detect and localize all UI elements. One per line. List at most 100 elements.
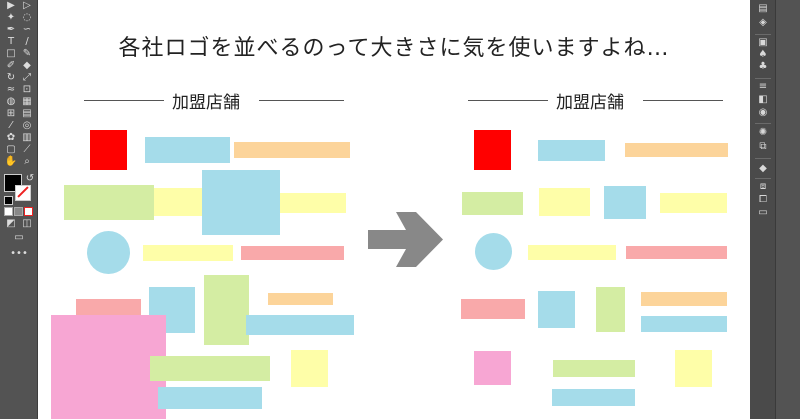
artboard-tool-icon[interactable]: ▢ xyxy=(6,144,16,155)
eraser-icon[interactable]: ◆ xyxy=(23,60,31,71)
gradient-tool-icon[interactable]: ▤ xyxy=(22,108,32,119)
panel-icons-column: ▤ ◈ ▣ ♠ ♣ ≡ ◧ ◉ ✺ ⧉ ◆ ⧈ ⧠ ▭ xyxy=(750,0,776,419)
aligned-logo-blue[interactable] xyxy=(538,140,605,161)
screen-mode-icon[interactable]: ▭ xyxy=(14,232,24,243)
aligned-logo-pink[interactable] xyxy=(474,351,511,385)
color-icon[interactable]: ♠ xyxy=(758,49,768,60)
shape-builder-icon[interactable]: ◍ xyxy=(6,96,16,107)
column-graph-icon[interactable]: ▥ xyxy=(22,132,32,143)
right-section-label: 加盟店舗 xyxy=(556,93,624,113)
aligned-logo-blue-strip[interactable] xyxy=(641,316,727,332)
logo-placeholder-green[interactable] xyxy=(64,185,154,220)
logo-placeholder-yellow[interactable] xyxy=(154,188,206,216)
perspective-grid-icon[interactable]: ▦ xyxy=(22,96,32,107)
brushes-icon[interactable]: ≡ xyxy=(758,81,768,92)
curvature-tool-icon[interactable]: ∽ xyxy=(22,24,32,35)
draw-inside-icon[interactable]: ◫ xyxy=(22,218,32,229)
aligned-logo-yellow-square[interactable] xyxy=(675,350,712,387)
eyedropper-icon[interactable]: ⁄ xyxy=(10,120,12,131)
logo-placeholder-red[interactable] xyxy=(90,130,127,170)
symbols-icon[interactable]: ◧ xyxy=(758,94,768,105)
aligned-logo-orange-strip[interactable] xyxy=(641,292,727,306)
libraries-icon[interactable]: ▣ xyxy=(758,37,768,48)
default-colors-icon[interactable] xyxy=(4,196,13,205)
zoom-tool-icon[interactable]: ⌕ xyxy=(24,156,30,167)
free-transform-icon[interactable]: ⊡ xyxy=(22,84,32,95)
aligned-logo-yellow[interactable] xyxy=(539,188,590,216)
drawing-mode-icon[interactable]: ◩ xyxy=(6,218,16,229)
lasso-icon[interactable]: ◌ xyxy=(22,12,32,23)
aligned-logo-blue-square[interactable] xyxy=(538,291,575,328)
appearance-icon[interactable]: ◆ xyxy=(759,163,767,174)
aligned-logo-red[interactable] xyxy=(474,130,511,170)
magic-wand-icon[interactable]: ✦ xyxy=(6,12,16,23)
right-section-heading: 加盟店舗 xyxy=(468,88,728,113)
align-icon[interactable]: ▭ xyxy=(758,207,768,218)
direct-selection-tool-icon[interactable]: ▷ xyxy=(23,0,31,11)
panel-collapsed-column xyxy=(777,0,800,419)
logo-placeholder-blue-large[interactable] xyxy=(202,170,280,235)
aligned-logo-yellow-wide[interactable] xyxy=(660,193,727,213)
aligned-logo-blue-large[interactable] xyxy=(604,186,646,219)
tools-panel: ▶ ▷ ✦ ◌ ✒ ∽ T / □ ✎ ✐ ◆ ↻ ⤢ ≈ ⊡ ◍ ▦ ⊞ ▤ … xyxy=(0,0,38,419)
logo-placeholder-green-wide[interactable] xyxy=(150,356,270,381)
logo-placeholder-orange-strip[interactable] xyxy=(268,293,333,305)
panel-divider xyxy=(755,34,771,35)
gradient-mode-icon[interactable] xyxy=(14,207,23,216)
rotate-tool-icon[interactable]: ↻ xyxy=(6,72,16,83)
aligned-logo-green-tall[interactable] xyxy=(596,287,625,332)
type-tool-icon[interactable]: T xyxy=(7,36,15,47)
panel-divider xyxy=(755,178,771,179)
color-mode-icon[interactable] xyxy=(4,207,13,216)
stroke-icon[interactable]: ◉ xyxy=(758,107,768,118)
logo-placeholder-blue-strip[interactable] xyxy=(246,315,354,335)
aligned-logo-blue-bottom[interactable] xyxy=(552,389,635,406)
aligned-logo-yellow-strip[interactable] xyxy=(528,245,616,260)
symbol-sprayer-icon[interactable]: ✿ xyxy=(6,132,16,143)
aligned-logo-green-wide[interactable] xyxy=(553,360,635,377)
left-heading-rule-right xyxy=(259,100,344,101)
blend-tool-icon[interactable]: ◎ xyxy=(22,120,32,131)
selection-tool-icon[interactable]: ▶ xyxy=(7,0,15,11)
mesh-tool-icon[interactable]: ⊞ xyxy=(6,108,16,119)
aligned-logo-orange[interactable] xyxy=(625,143,728,157)
logo-placeholder-yellow-wide[interactable] xyxy=(280,193,346,213)
none-mode-icon[interactable] xyxy=(24,207,33,216)
swatches-icon[interactable]: ♣ xyxy=(758,61,768,72)
logo-placeholder-yellow-square[interactable] xyxy=(291,350,328,387)
logo-placeholder-salmon-strip[interactable] xyxy=(241,246,344,260)
transparency-icon[interactable]: ⧉ xyxy=(759,141,767,152)
logo-placeholder-pink-large[interactable] xyxy=(51,315,166,419)
properties-icon[interactable]: ▤ xyxy=(758,3,768,14)
logo-placeholder-blue-bottom[interactable] xyxy=(158,387,262,409)
logo-placeholder-yellow-strip[interactable] xyxy=(143,245,233,261)
paintbrush-icon[interactable]: ✎ xyxy=(22,48,32,59)
gradient-icon[interactable]: ✺ xyxy=(758,127,768,138)
aligned-logo-salmon[interactable] xyxy=(461,299,525,319)
logo-placeholder-orange[interactable] xyxy=(234,142,350,158)
logo-placeholder-salmon[interactable] xyxy=(76,299,141,319)
width-tool-icon[interactable]: ≈ xyxy=(6,84,16,95)
rectangle-tool-icon[interactable]: □ xyxy=(6,48,16,59)
panel-divider xyxy=(755,123,771,124)
right-heading-rule-left xyxy=(468,100,548,101)
edit-toolbar-icon[interactable]: ••• xyxy=(10,248,28,259)
panel-divider xyxy=(755,78,771,79)
pen-tool-icon[interactable]: ✒ xyxy=(6,24,16,35)
scale-tool-icon[interactable]: ⤢ xyxy=(23,72,31,83)
aligned-logo-green[interactable] xyxy=(462,192,523,215)
logo-placeholder-circle[interactable] xyxy=(87,231,130,274)
page-title: 各社ロゴを並べるのって大きさに気を使いますよね… xyxy=(118,36,670,61)
logo-placeholder-green-tall[interactable] xyxy=(204,275,249,345)
line-tool-icon[interactable]: / xyxy=(25,36,29,47)
links-icon[interactable]: ⧠ xyxy=(759,194,767,205)
swap-colors-icon[interactable]: ↺ xyxy=(25,173,35,184)
shaper-tool-icon[interactable]: ✐ xyxy=(6,60,16,71)
aligned-logo-circle[interactable] xyxy=(475,233,512,270)
slice-tool-icon[interactable]: ⟋ xyxy=(23,144,31,155)
graphic-styles-icon[interactable]: ⧈ xyxy=(759,181,767,192)
layers-icon[interactable]: ◈ xyxy=(759,17,767,28)
logo-placeholder-blue[interactable] xyxy=(145,137,230,163)
hand-tool-icon[interactable]: ✋ xyxy=(4,156,18,167)
aligned-logo-salmon-strip[interactable] xyxy=(626,246,727,259)
